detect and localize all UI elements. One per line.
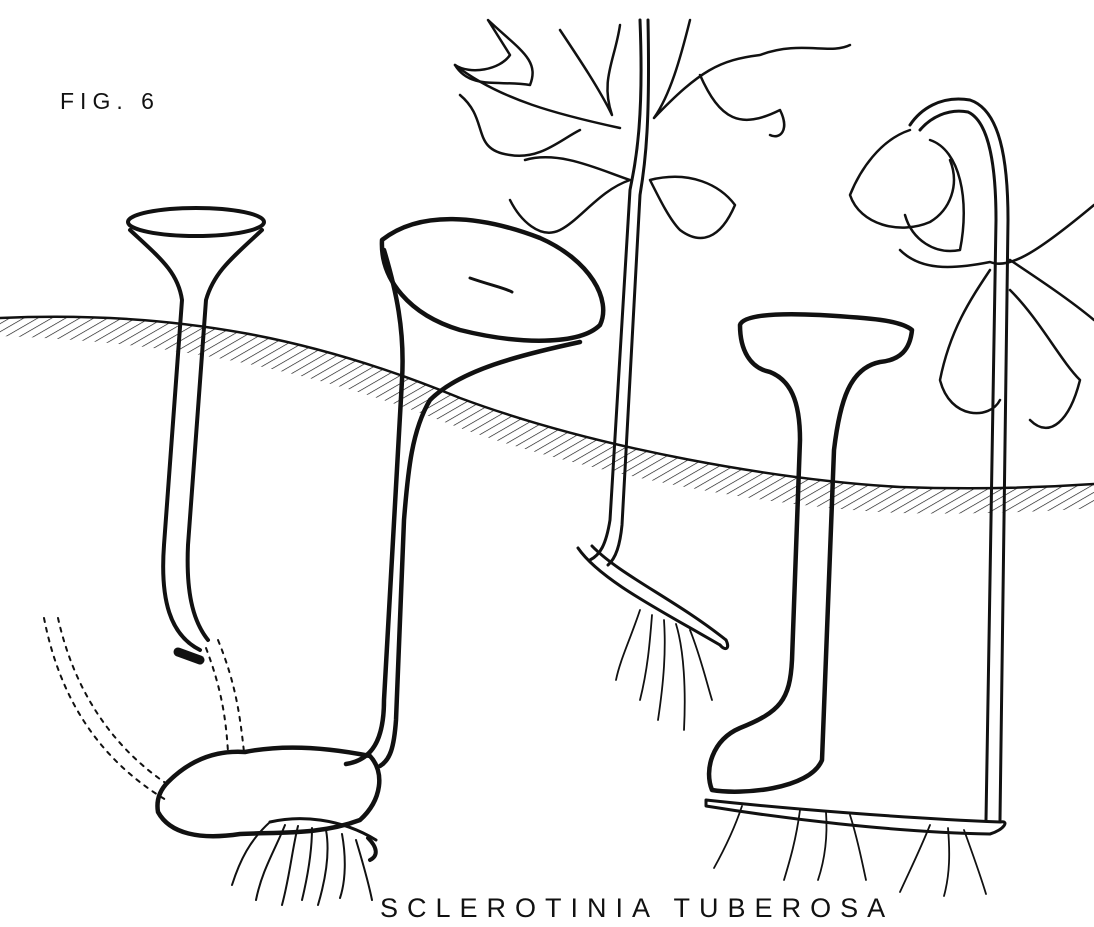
apothecium-right xyxy=(709,314,912,791)
dotted-stalk-outline xyxy=(44,618,166,800)
figure-caption: SCLEROTINIA TUBEROSA xyxy=(380,893,894,924)
dotted-stalk-connector-2 xyxy=(218,640,244,752)
apothecium-large xyxy=(346,219,603,766)
dotted-stalk-connector xyxy=(206,648,228,752)
dotted-stalk-outline-inner xyxy=(58,618,170,786)
rhizome-right xyxy=(706,800,1005,896)
soil-surface-hatching xyxy=(0,317,1094,514)
figure-label: FIG. 6 xyxy=(60,88,160,115)
rhizome-center xyxy=(578,546,728,730)
anemone-plant-right xyxy=(850,99,1094,820)
apothecium-small xyxy=(128,208,264,660)
